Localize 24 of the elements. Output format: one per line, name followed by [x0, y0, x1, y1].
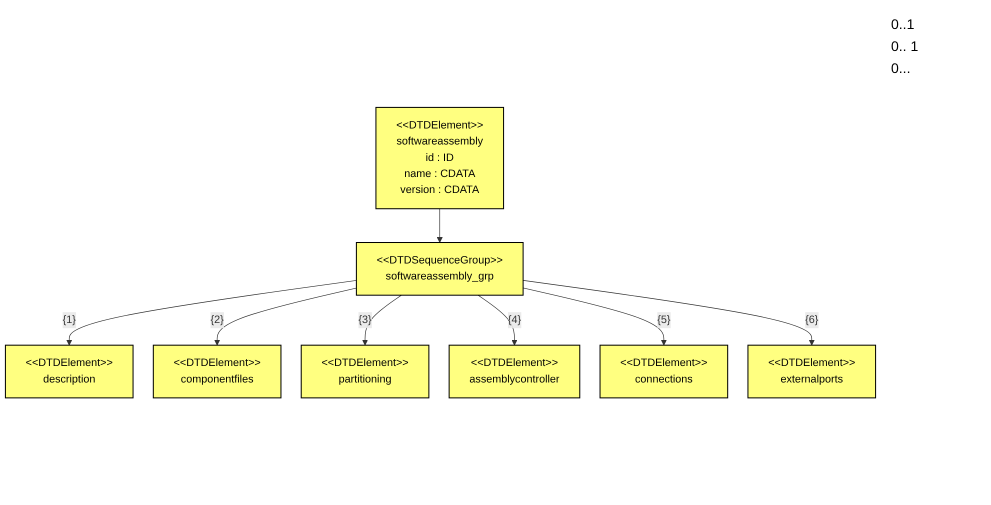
arrow	[214, 288, 357, 346]
node-box: <<DTDElement>> partitioning	[300, 344, 430, 398]
multiplicity-label: 0...	[891, 60, 912, 76]
arrow	[478, 294, 518, 346]
edge-label: {1}	[62, 314, 76, 326]
multiplicity-label: 0..1	[891, 16, 916, 32]
arrow	[522, 287, 667, 346]
edge-label: {5}	[657, 314, 670, 326]
edge-label: {2}	[210, 314, 224, 326]
arrow	[522, 280, 815, 346]
edge-label: {4}	[508, 314, 522, 326]
node-box: <<DTDElement>> componentfiles	[152, 344, 282, 398]
arrow	[362, 294, 402, 346]
node-box: <<DTDElement>> assemblycontroller	[448, 344, 580, 398]
node-box: <<DTDSequenceGroup>> softwareassembly_grp	[356, 242, 524, 296]
node-box: <<DTDElement>> softwareassembly id : ID name : CDATA version : CDATA	[375, 106, 504, 210]
node-box: <<DTDElement>> externalports	[747, 344, 876, 398]
multiplicity-label: 0.. 1	[891, 38, 920, 54]
edge-label: {3}	[358, 314, 372, 326]
arrow	[66, 280, 357, 346]
edge-label: {6}	[805, 314, 818, 326]
arrow	[436, 208, 443, 243]
node-box: <<DTDElement>> description	[4, 344, 134, 398]
node-box: <<DTDElement>> connections	[600, 344, 728, 398]
